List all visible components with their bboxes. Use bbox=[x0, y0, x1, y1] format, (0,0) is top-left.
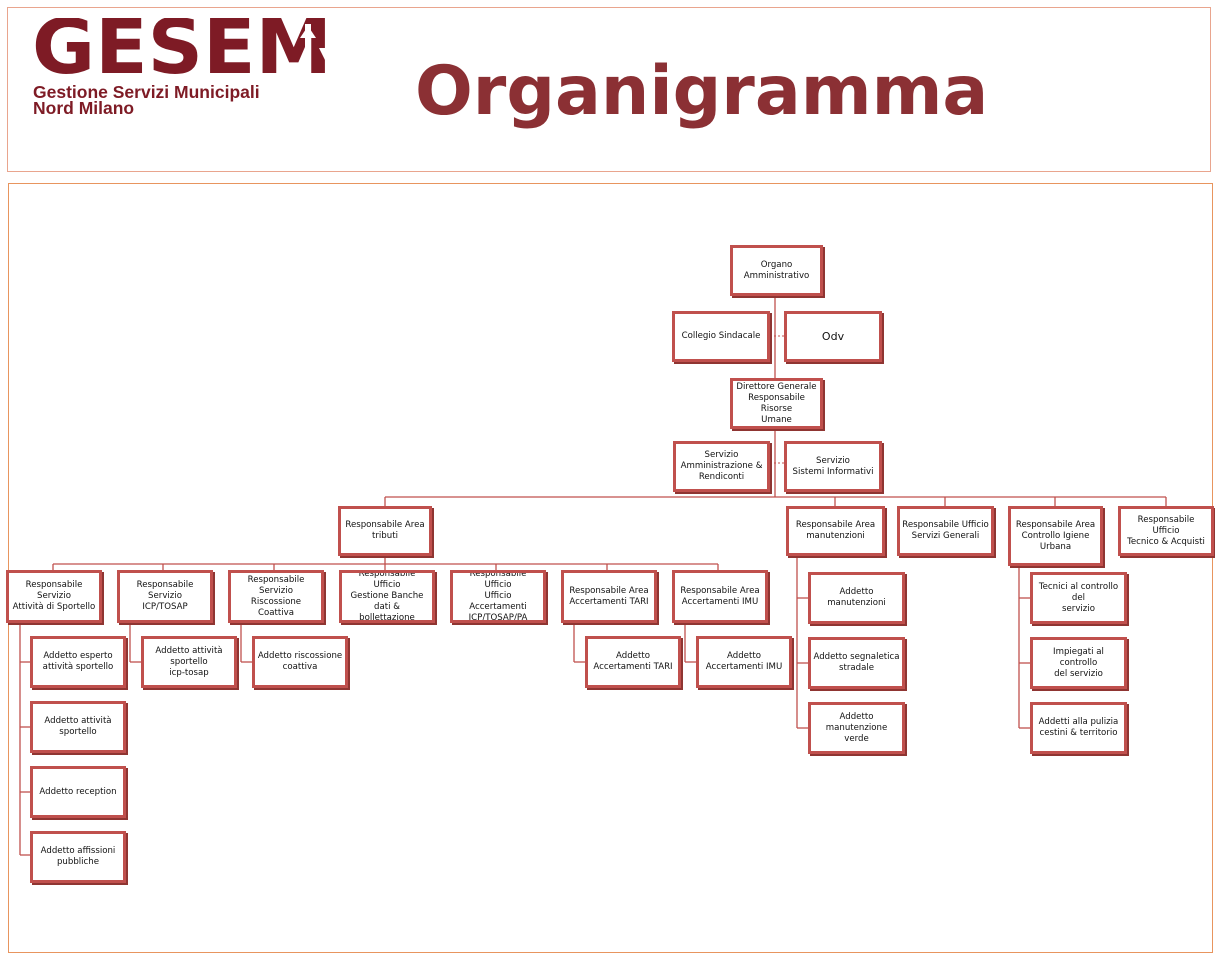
node-addetto-segnaletica: Addetto segnaletica stradale bbox=[808, 637, 905, 689]
node-area-manutenzioni: Responsabile Area manutenzioni bbox=[786, 506, 885, 556]
node-addetto-icp-tosap: Addetto attività sportello icp-tosap bbox=[141, 636, 237, 688]
node-ufficio-servizi-generali: Responsabile Ufficio Servizi Generali bbox=[897, 506, 994, 556]
logo-wordmark: GESEM bbox=[32, 18, 332, 80]
logo-line-1: Gestione Servizi Municipali bbox=[33, 82, 260, 102]
page-title: Organigramma bbox=[415, 52, 989, 131]
node-addetto-accertamenti-imu: Addetto Accertamenti IMU bbox=[696, 636, 792, 688]
node-organo-amministrativo: Organo Amministrativo bbox=[730, 245, 823, 296]
node-addetto-attivita-sportello: Addetto attività sportello bbox=[30, 701, 126, 753]
node-ufficio-tecnico-acquisti: Responsabile Ufficio Tecnico & Acquisti bbox=[1118, 506, 1214, 556]
node-addetti-pulizia: Addetti alla pulizia cestini & territori… bbox=[1030, 702, 1127, 754]
node-addetto-manutenzione-verde: Addetto manutenzione verde bbox=[808, 702, 905, 754]
logo-arrows-icon bbox=[300, 24, 335, 66]
header-box bbox=[7, 7, 1211, 172]
gesem-logo: GESEM bbox=[32, 18, 335, 80]
node-addetto-affissioni: Addetto affissioni pubbliche bbox=[30, 831, 126, 883]
node-area-accertamenti-tari: Responsabile Area Accertamenti TARI bbox=[561, 570, 657, 623]
node-sistemi-informativi: Servizio Sistemi Informativi bbox=[784, 441, 882, 492]
node-addetto-accertamenti-tari: Addetto Accertamenti TARI bbox=[585, 636, 681, 688]
node-impiegati-controllo: Impiegati al controllo del servizio bbox=[1030, 637, 1127, 689]
node-area-tributi: Responsabile Area tributi bbox=[338, 506, 432, 556]
node-ufficio-accertamenti-icp: Responsabile Ufficio Ufficio Accertament… bbox=[450, 570, 546, 623]
logo-subtitle: Gestione Servizi Municipali Nord Milano bbox=[33, 82, 260, 118]
node-area-controllo-igiene: Responsabile Area Controllo Igiene Urban… bbox=[1008, 506, 1103, 566]
node-addetto-riscossione: Addetto riscossione coattiva bbox=[252, 636, 348, 688]
logo-line-2: Nord Milano bbox=[33, 98, 135, 118]
node-servizio-icp-tosap: Responsabile Servizio ICP/TOSAP bbox=[117, 570, 213, 623]
node-servizio-sportello: Responsabile Servizio Attività di Sporte… bbox=[6, 570, 102, 623]
node-ufficio-banche-dati: Responsabile Ufficio Gestione Banche dat… bbox=[339, 570, 435, 623]
node-servizio-riscossione: Responsabile Servizio Riscossione Coatti… bbox=[228, 570, 324, 623]
node-direttore-generale: Direttore Generale Responsabile Risorse … bbox=[730, 378, 823, 429]
node-addetto-manutenzioni: Addetto manutenzioni bbox=[808, 572, 905, 624]
node-collegio-sindacale: Collegio Sindacale bbox=[672, 311, 770, 362]
node-tecnici-controllo: Tecnici al controllo del servizio bbox=[1030, 572, 1127, 624]
node-odv: Odv bbox=[784, 311, 882, 362]
node-area-accertamenti-imu: Responsabile Area Accertamenti IMU bbox=[672, 570, 768, 623]
node-addetto-reception: Addetto reception bbox=[30, 766, 126, 818]
node-addetto-esperto-sportello: Addetto esperto attività sportello bbox=[30, 636, 126, 688]
node-amministrazione-rendiconti: Servizio Amministrazione & Rendiconti bbox=[673, 441, 770, 492]
